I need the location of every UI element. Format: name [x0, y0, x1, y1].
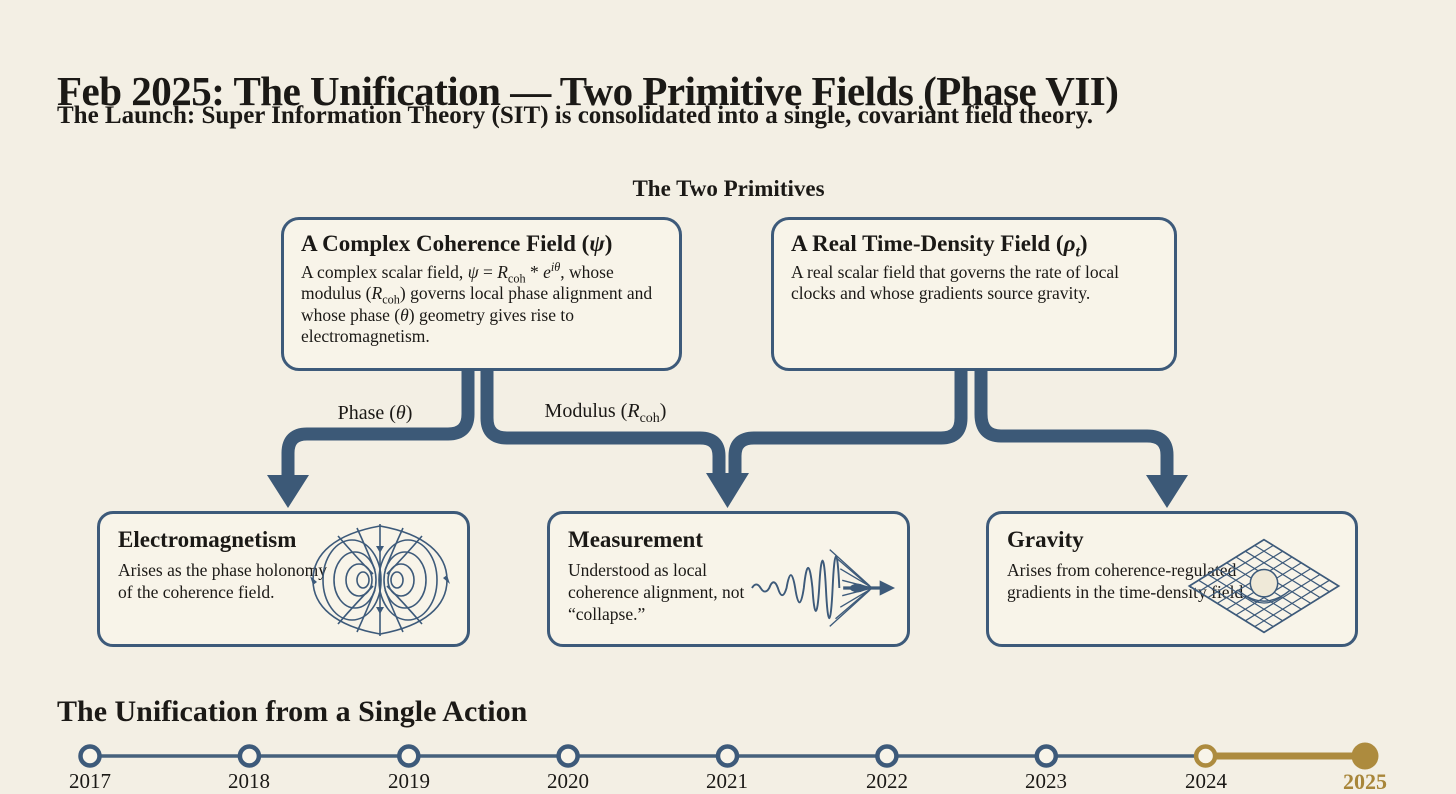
time-density-field-box: A Real Time-Density Field (ρt) A real sc…: [771, 217, 1177, 371]
year-label-2017: 2017: [69, 769, 111, 793]
gravity-arrow-pipe: [974, 369, 1174, 477]
gravity-arrowhead: [1146, 475, 1188, 508]
electromagnetism-title: Electromagnetism: [118, 527, 297, 552]
year-label-2023: 2023: [1025, 769, 1067, 793]
dipole-field-icon: [305, 520, 455, 645]
year-label-2025: 2025: [1343, 769, 1387, 794]
phase-flow-label: Phase (θ): [337, 402, 413, 424]
year-label-2019: 2019: [388, 769, 430, 793]
gravity-description: Arises from coherence-regulated gradient…: [1007, 560, 1248, 602]
time-density-field-title: A Real Time-Density Field (ρt): [791, 231, 1088, 261]
phase-arrowhead: [267, 475, 309, 508]
timeline-node-2017: [78, 744, 102, 768]
timeline-node-2019: [397, 744, 421, 768]
page-subtitle: The Launch: Super Information Theory (SI…: [57, 102, 1093, 129]
action-heading: The Unification from a Single Action: [57, 695, 528, 728]
year-label-2020: 2020: [547, 769, 589, 793]
measurement-title: Measurement: [568, 527, 703, 552]
time-density-field-description: A real scalar field that governs the rat…: [791, 262, 1119, 304]
measurement-card: Measurement Understood as local coherenc…: [547, 511, 910, 647]
page-title: Feb 2025: The Unification — Two Primitiv…: [57, 68, 1119, 115]
gravity-card: Gravity Arises from coherence-regulated …: [986, 511, 1358, 647]
timeline-node-2021: [715, 744, 740, 768]
measurement-description: Understood as local coherence alignment,…: [568, 560, 745, 624]
year-label-2021: 2021: [706, 769, 748, 793]
timeline-node-2023: [1034, 744, 1059, 768]
timeline-node-2025: [1351, 742, 1379, 770]
year-label-2018: 2018: [228, 769, 270, 793]
electromagnetism-description: Arises as the phase holonomy of the cohe…: [118, 560, 327, 602]
year-label-2024: 2024: [1185, 769, 1227, 793]
electromagnetism-card: Electromagnetism Arises as the phase hol…: [97, 511, 470, 647]
year-label-2022: 2022: [866, 769, 908, 793]
modulus-right-pipe: [728, 369, 968, 473]
coherence-field-description: A complex scalar field, ψ = Rcoh * eiθ, …: [301, 260, 653, 347]
timeline-node-2020: [556, 744, 580, 768]
timeline: [78, 742, 1379, 770]
coherence-field-title: A Complex Coherence Field (ψ): [301, 231, 613, 256]
gravity-title: Gravity: [1007, 527, 1084, 552]
timeline-node-2024: [1193, 744, 1218, 768]
spacetime-grid-icon: [1179, 534, 1349, 643]
timeline-node-2022: [875, 744, 899, 768]
coherence-field-box: A Complex Coherence Field (ψ) A complex …: [281, 217, 682, 371]
measurement-arrowhead: [706, 473, 749, 508]
primitives-heading: The Two Primitives: [632, 176, 825, 201]
wave-collapse-icon: [746, 540, 901, 641]
modulus-flow-label: Modulus (Rcoh): [544, 400, 667, 426]
timeline-node-2018: [237, 744, 262, 768]
